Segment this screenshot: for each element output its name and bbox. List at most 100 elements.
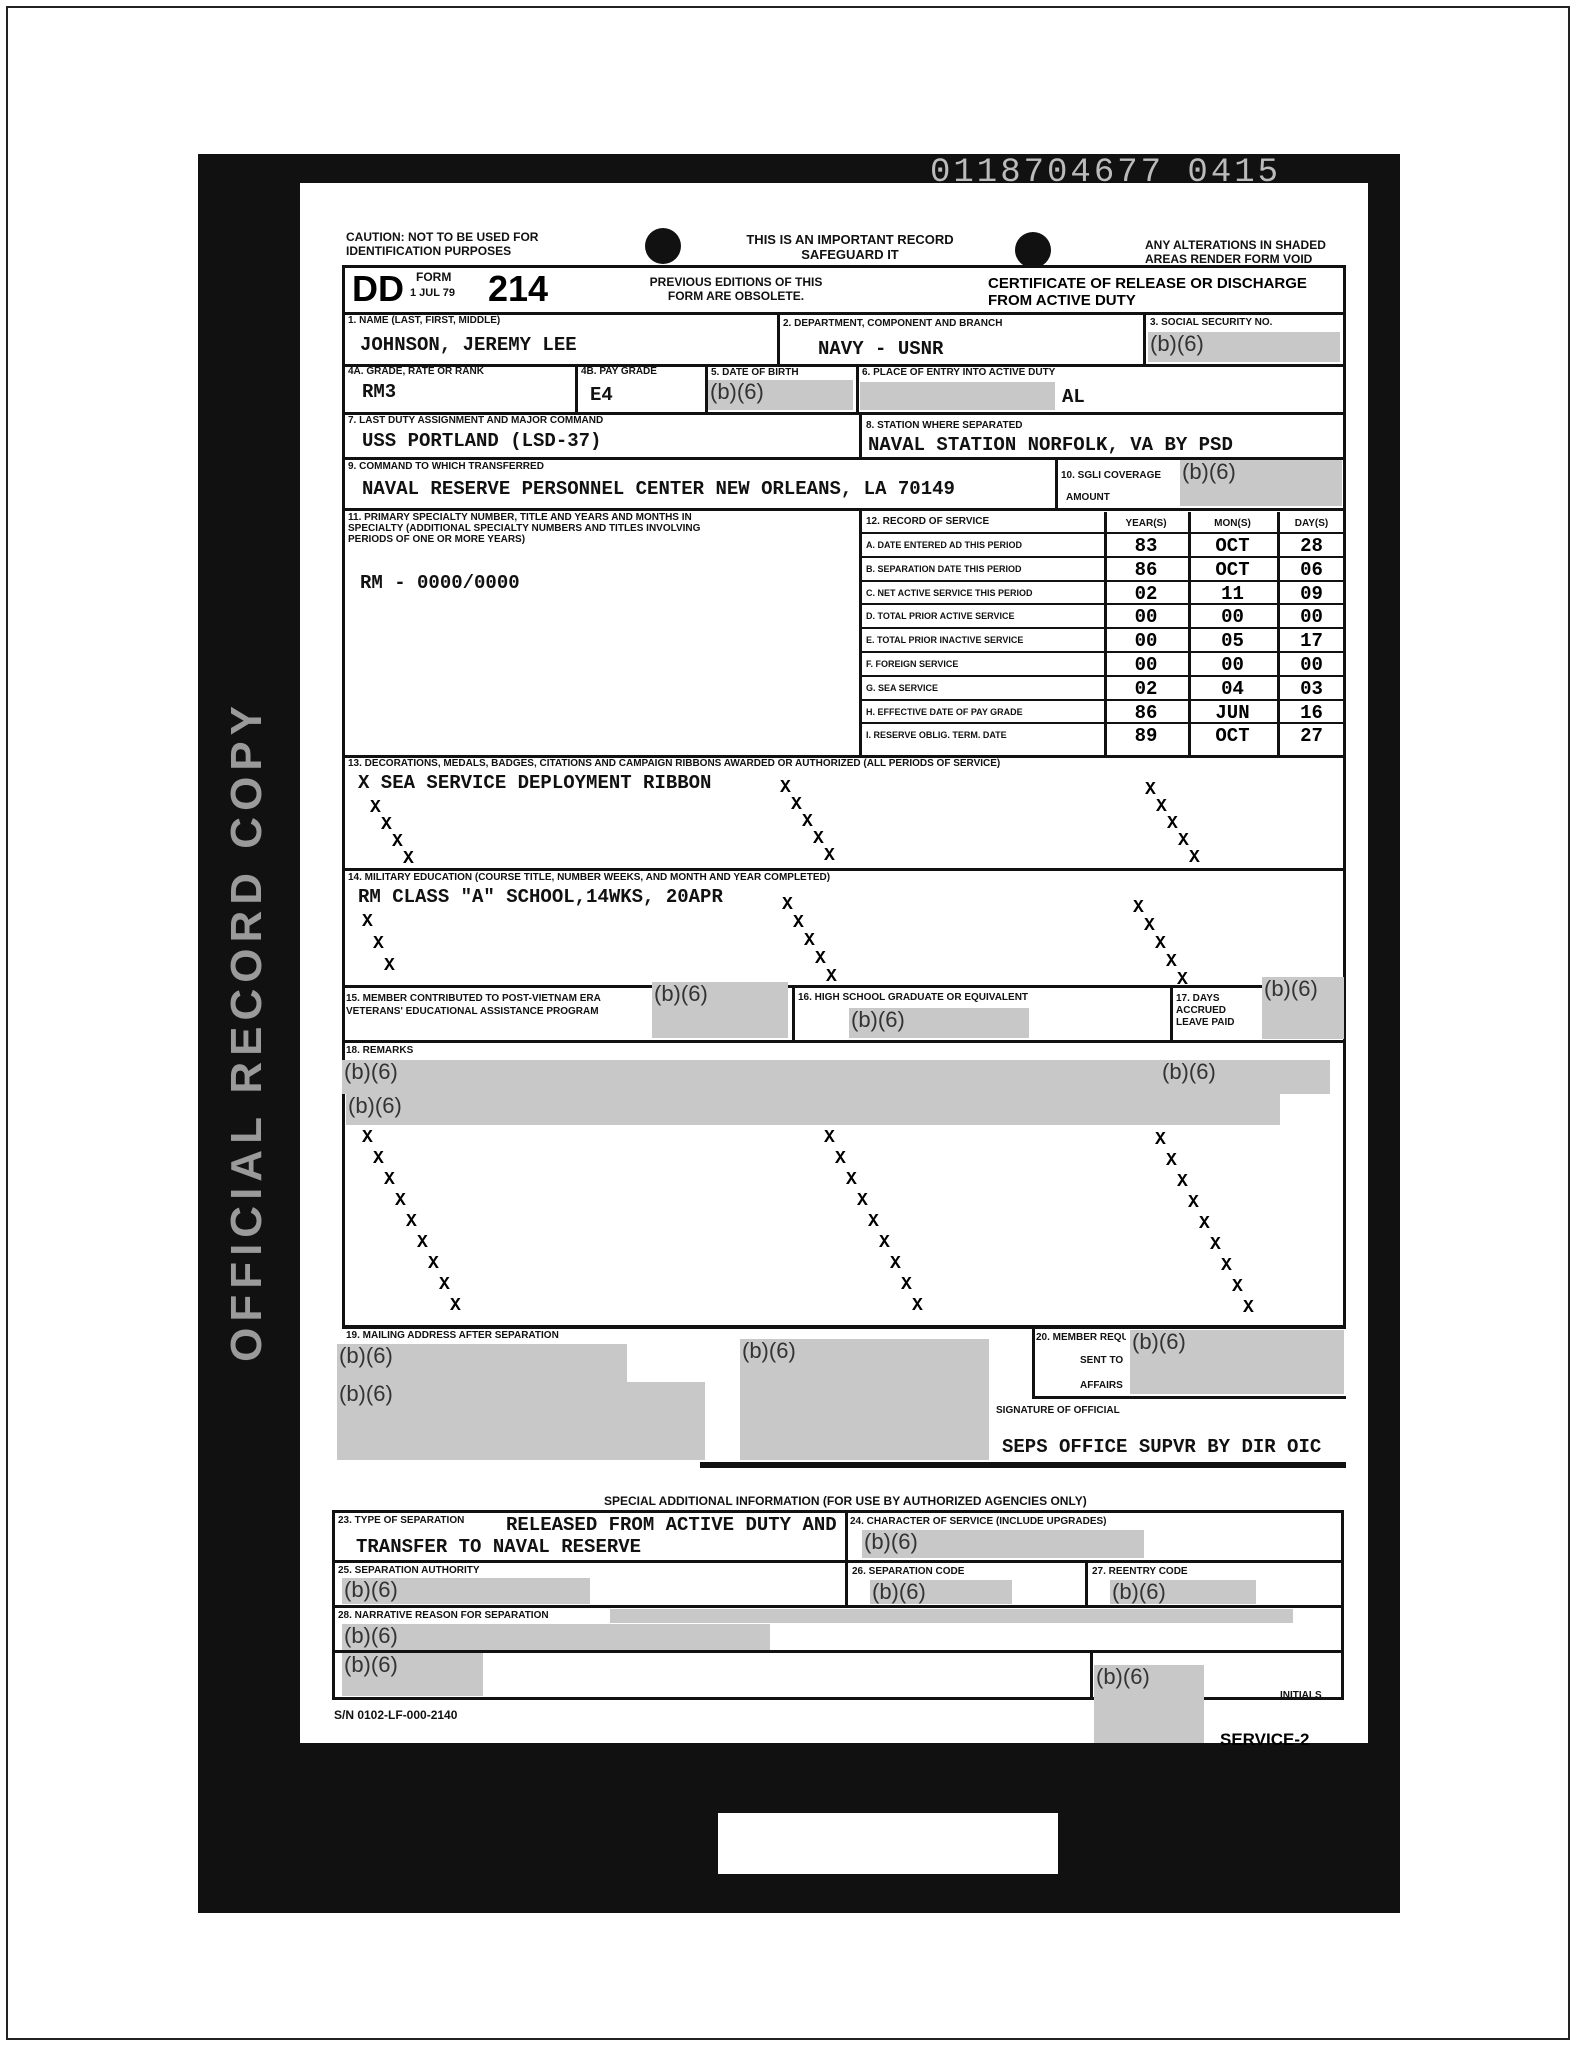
table-cell: 83: [1134, 535, 1158, 557]
divider: [1170, 985, 1173, 1040]
redaction-label: (b)(6): [344, 1652, 398, 1677]
punch-hole: [645, 228, 681, 264]
filler-x-mark: X: [804, 931, 815, 951]
divider: [859, 508, 862, 755]
filler-x-mark: X: [835, 1149, 846, 1169]
table-cell: OCT: [1215, 558, 1250, 581]
table-cell: 28: [1300, 535, 1323, 557]
filler-x-mark: X: [890, 1254, 901, 1274]
redaction-label: (b)(6): [1132, 1329, 1186, 1354]
blank-label-area: [718, 1813, 1058, 1874]
table-cell: 03: [1300, 677, 1323, 700]
redaction-label: (b)(6): [654, 981, 708, 1006]
table-row-label: d. Total Prior Active Service: [866, 611, 1015, 622]
filler-x-mark: X: [1177, 1172, 1188, 1192]
redaction-box: (b)(6): [342, 1624, 770, 1650]
filler-x-mark: X: [1210, 1235, 1221, 1255]
filler-x-mark: X: [450, 1296, 461, 1316]
stock-number: S/N 0102-LF-000-2140: [334, 1708, 458, 1722]
sent-to-label: SENT TO: [1080, 1355, 1124, 1366]
table-cell: 00: [1134, 630, 1158, 653]
veap-label: 15. MEMBER CONTRIBUTED TO POST-VIETNAM E…: [346, 993, 601, 1017]
official-record-stamp: OFFICIAL RECORD COPY: [222, 700, 271, 1362]
divider: [1055, 457, 1058, 508]
department-value: NAVY - USNR: [818, 338, 944, 360]
filler-x-mark: X: [1221, 1256, 1232, 1276]
divider: [332, 1605, 1344, 1608]
alterations-text: ANY ALTERATIONS IN SHADED AREAS RENDER F…: [1145, 238, 1326, 266]
filler-x-mark: X: [373, 934, 384, 954]
column-header: YEAR(s): [1125, 518, 1167, 529]
filler-x-mark: X: [826, 967, 837, 987]
table-cell: 00: [1221, 654, 1244, 676]
table-row-label: b. Separation Date This Period: [866, 563, 1022, 574]
table-cell: 00: [1221, 606, 1244, 629]
filler-x-mark: X: [782, 895, 793, 915]
divider: [856, 364, 859, 412]
divider: [1104, 512, 1107, 755]
separation-type-label: 23. TYPE OF SEPARATION: [338, 1515, 465, 1526]
divider: [859, 674, 1346, 677]
filler-x-mark: X: [1156, 797, 1167, 817]
name-label: 1. NAME (Last, first, middle): [348, 315, 501, 326]
redaction-label: (b)(6): [1112, 1579, 1166, 1604]
table-row-label: e. Total Prior Inactive Service: [866, 635, 1024, 646]
narrative-reason-label: 28. NARRATIVE REASON FOR SEPARATION: [338, 1610, 549, 1621]
department-label: 2. DEPARTMENT, COMPONENT AND BRANCH: [783, 318, 1003, 329]
divider: [342, 508, 1346, 511]
command-transferred-value: NAVAL RESERVE PERSONNEL CENTER NEW ORLEA…: [362, 478, 955, 500]
divider: [859, 579, 1346, 582]
redaction-box: (b)(6): [342, 1578, 590, 1604]
filler-x-mark: X: [1144, 916, 1155, 936]
redaction-label: (b)(6): [742, 1338, 796, 1363]
redaction-box: (b)(6): [342, 1653, 483, 1696]
divider: [342, 755, 1346, 758]
filler-x-mark: X: [406, 1212, 417, 1232]
divider: [342, 312, 1346, 315]
caution-text: CAUTION: NOT TO BE USED FOR IDENTIFICATI…: [346, 230, 539, 258]
filler-x-mark: X: [1199, 1214, 1210, 1234]
redaction-label: (b)(6): [1182, 459, 1236, 484]
punch-hole: [1015, 232, 1051, 268]
filler-x-mark: X: [1177, 970, 1188, 990]
filler-x-mark: X: [384, 956, 395, 976]
filler-x-mark: X: [362, 1128, 373, 1148]
redaction-box: [610, 1609, 1293, 1623]
filler-x-mark: X: [428, 1254, 439, 1274]
table-cell: 00: [1134, 654, 1158, 676]
ssn-label: 3. SOCIAL SECURITY NO.: [1150, 317, 1273, 328]
divider: [859, 627, 1346, 630]
redaction-box: (b)(6): [862, 1530, 1144, 1558]
divider: [859, 412, 862, 457]
redaction-label: (b)(6): [339, 1381, 393, 1406]
divider: [342, 868, 1346, 871]
divider: [342, 1040, 1346, 1043]
table-cell: 00: [1134, 606, 1158, 629]
divider: [342, 412, 1346, 415]
table-cell: 02: [1134, 677, 1158, 700]
redaction-box: (b)(6): [346, 1094, 1280, 1125]
divider: [859, 651, 1346, 653]
remarks-label: 18. REMARKS: [346, 1045, 414, 1056]
divider: [792, 985, 795, 1040]
filler-x-mark: X: [846, 1170, 857, 1190]
filler-x-mark: X: [824, 1128, 835, 1148]
table-cell: OCT: [1215, 535, 1250, 557]
important-record-text: THIS IS AN IMPORTANT RECORD SAFEGUARD IT: [746, 232, 954, 262]
place-of-entry-value: AL: [1062, 386, 1085, 408]
table-row-label: c. Net Active Service This Period: [866, 587, 1033, 598]
divider: [342, 1326, 1346, 1329]
filler-x-mark: X: [1189, 848, 1200, 868]
redaction-box: (b)(6): [652, 982, 788, 1038]
filler-x-mark: X: [912, 1296, 923, 1316]
military-education-value: RM CLASS "A" SCHOOL,14WKS, 20APR: [358, 886, 723, 908]
document-number: 0118704677 0415: [930, 154, 1282, 192]
table-cell: 04: [1221, 677, 1244, 700]
divider: [859, 555, 1346, 558]
form-title: CERTIFICATE OF RELEASE OR DISCHARGE FROM…: [988, 275, 1307, 309]
divider: [859, 698, 1346, 701]
filler-x-mark: X: [1133, 898, 1144, 918]
filler-x-mark: X: [824, 846, 835, 866]
column-header: MON(s): [1214, 518, 1251, 529]
divider: [859, 603, 1346, 606]
